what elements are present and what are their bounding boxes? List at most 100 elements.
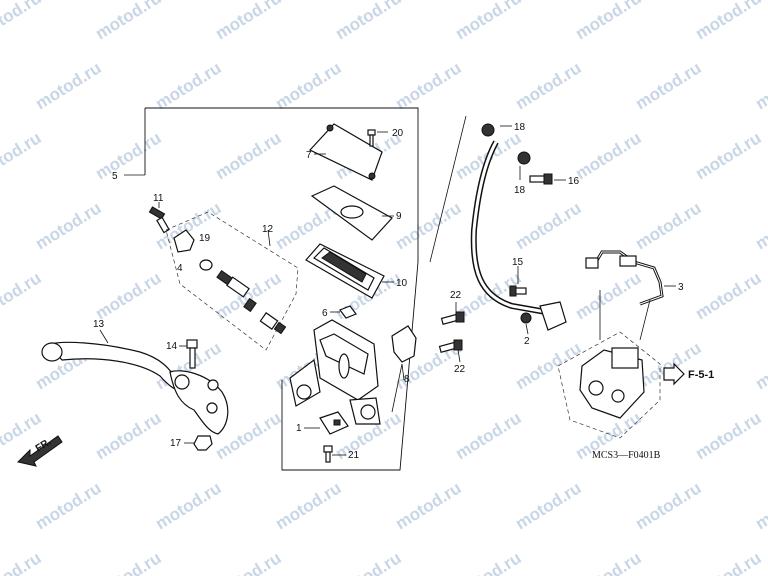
- callout-18-lower: 18: [514, 185, 526, 196]
- callout-22-upper: 22: [450, 290, 462, 301]
- diaphragm-plate: [310, 185, 393, 241]
- callout-13: 13: [93, 319, 105, 330]
- clamp-bolt: [509, 285, 527, 297]
- watermark-text: motod.ru: [572, 268, 645, 323]
- hose-bolt: [529, 173, 553, 185]
- watermark-text: motod.ru: [752, 198, 768, 253]
- watermark-text: motod.ru: [692, 268, 765, 323]
- callout-11: 11: [153, 193, 164, 204]
- watermark-text: motod.ru: [452, 408, 525, 463]
- watermark-text: motod.ru: [212, 0, 285, 43]
- brake-hose: [470, 123, 567, 331]
- watermark-text: motod.ru: [752, 338, 768, 393]
- callout-15: 15: [512, 257, 524, 268]
- watermark-text: motod.ru: [752, 478, 768, 533]
- callout-labels: 5 11 19 4 12 13 14 17 7 20 9 10 6 1 21 8…: [34, 122, 715, 461]
- watermark-text: motod.ru: [92, 0, 165, 43]
- cap-screw: [367, 129, 376, 147]
- holder-bolt-upper: [440, 311, 465, 325]
- watermark-text: motod.ru: [332, 0, 405, 43]
- piston-set: [216, 270, 287, 335]
- assembly-box-5: [124, 107, 419, 471]
- watermark-text: motod.ru: [392, 478, 465, 533]
- mirror-holder: [391, 325, 417, 363]
- callout-22-lower: 22: [454, 364, 466, 375]
- watermark-text: motod.ru: [92, 548, 165, 576]
- piston-kit-box: [165, 211, 299, 351]
- callout-10: 10: [396, 278, 408, 289]
- float: [339, 305, 357, 319]
- watermark-text: motod.ru: [512, 58, 585, 113]
- callout-18-upper: 18: [514, 122, 526, 133]
- circlip: [199, 259, 213, 271]
- watermark-text: motod.ru: [0, 128, 45, 183]
- watermark-text: motod.ru: [452, 548, 525, 576]
- callout-19: 19: [199, 233, 211, 244]
- callout-8: 8: [404, 374, 410, 385]
- callout-1: 1: [296, 423, 302, 434]
- watermark-text: motod.ru: [272, 478, 345, 533]
- watermark-text: motod.ru: [332, 548, 405, 576]
- callout-6: 6: [322, 308, 328, 319]
- watermark-text: motod.ru: [692, 0, 765, 43]
- watermark-text: motod.ru: [92, 408, 165, 463]
- reference-arrow: [663, 362, 685, 386]
- callout-9: 9: [396, 211, 402, 222]
- watermark-text: motod.ru: [32, 58, 105, 113]
- boot: [173, 229, 195, 253]
- watermark-text: motod.ru: [0, 0, 45, 43]
- watermark-text: motod.ru: [692, 548, 765, 576]
- diaphragm: [305, 243, 385, 299]
- watermark-text: motod.ru: [692, 128, 765, 183]
- brake-lever: [41, 341, 229, 435]
- watermark-text: motod.ru: [152, 478, 225, 533]
- watermark-text: motod.ru: [572, 548, 645, 576]
- callout-3: 3: [678, 282, 684, 293]
- abs-modulator: [557, 290, 661, 439]
- watermark-text: motod.ru: [32, 198, 105, 253]
- watermark-text: motod.ru: [152, 58, 225, 113]
- callout-4: 4: [177, 263, 183, 274]
- watermark-text: motod.ru: [512, 338, 585, 393]
- watermark-text: motod.ru: [272, 58, 345, 113]
- reference-label: F-5-1: [688, 369, 714, 381]
- watermark-text: motod.ru: [632, 478, 705, 533]
- callout-7: 7: [306, 150, 312, 161]
- watermark-text: motod.ru: [0, 548, 45, 576]
- callout-2: 2: [524, 336, 530, 347]
- brake-switch: [319, 411, 349, 435]
- watermark-text: motod.ru: [92, 268, 165, 323]
- callout-17: 17: [170, 438, 182, 449]
- callout-16: 16: [568, 176, 580, 187]
- watermark-text: motod.ru: [0, 268, 45, 323]
- callout-14: 14: [166, 341, 178, 352]
- watermark-text: motod.ru: [392, 58, 465, 113]
- direction-arrow: [17, 435, 63, 467]
- push-rod-pin: [148, 206, 170, 234]
- watermark-text: motod.ru: [512, 478, 585, 533]
- switch-screw: [323, 445, 333, 463]
- watermark-text: motod.ru: [392, 198, 465, 253]
- master-cylinder-body: [289, 319, 381, 425]
- watermark-text: motod.ru: [212, 128, 285, 183]
- callout-12: 12: [262, 224, 274, 235]
- watermark-text: motod.ru: [632, 198, 705, 253]
- diagram-code: MCS3—F0401B: [592, 450, 661, 461]
- reservoir-cap: [309, 123, 383, 181]
- watermark-text: motod.ru: [572, 128, 645, 183]
- callout-5: 5: [112, 171, 118, 182]
- callout-21: 21: [348, 450, 360, 461]
- watermark-text: motod.ru: [32, 478, 105, 533]
- lever-nut: [193, 435, 213, 451]
- pivot-bolt: [186, 339, 198, 369]
- watermark-text: motod.ru: [452, 0, 525, 43]
- watermark-text: motod.ru: [212, 548, 285, 576]
- watermark-text: motod.ru: [632, 58, 705, 113]
- watermark-text: motod.ru: [512, 198, 585, 253]
- brake-pipe: [585, 250, 664, 306]
- holder-bolt-lower: [438, 339, 463, 353]
- watermark-text: motod.ru: [692, 408, 765, 463]
- watermark-text: motod.ru: [572, 0, 645, 43]
